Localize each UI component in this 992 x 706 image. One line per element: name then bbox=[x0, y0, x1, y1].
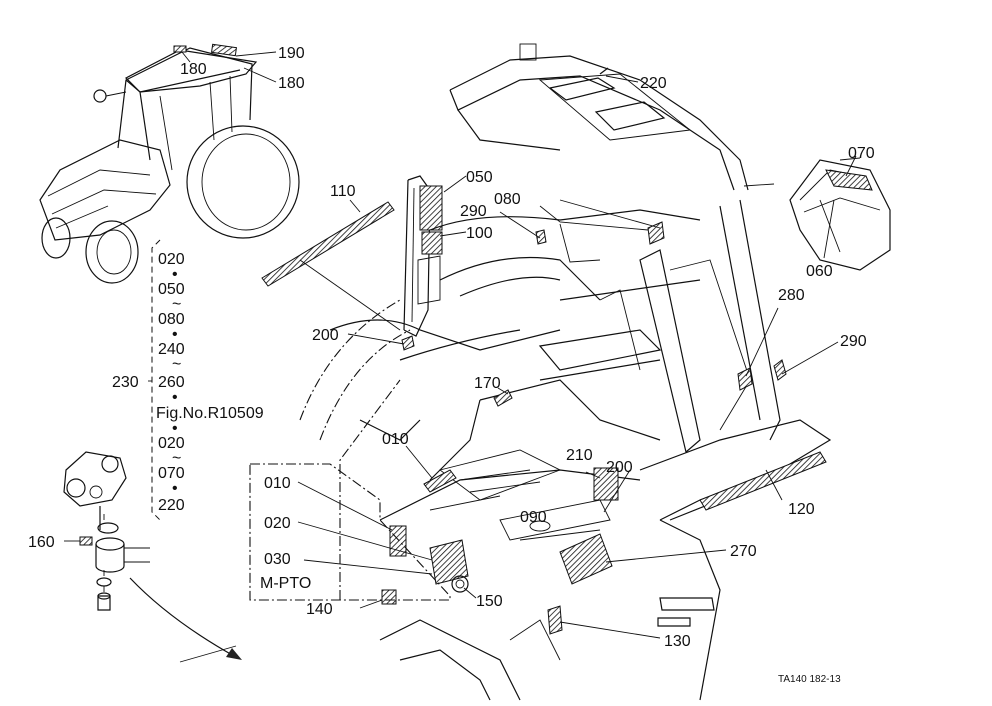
range-item: • bbox=[172, 420, 178, 437]
label-160: 160 bbox=[28, 534, 55, 551]
label-050: 050 bbox=[466, 169, 493, 186]
label-020: 020 bbox=[264, 515, 291, 532]
label-290: 290 bbox=[460, 203, 487, 220]
label-010: 010 bbox=[382, 431, 409, 448]
label-220: 220 bbox=[640, 75, 667, 92]
label-130: 130 bbox=[664, 633, 691, 650]
hydraulic-part-detail bbox=[63, 451, 242, 663]
label-100: 100 bbox=[466, 225, 493, 242]
range-item: 080 bbox=[158, 311, 185, 328]
range-item: ~ bbox=[172, 296, 181, 313]
range-item: 020 bbox=[158, 251, 185, 268]
label-010-box: 010 bbox=[264, 475, 291, 492]
label-290-right: 290 bbox=[840, 333, 867, 350]
label-m-pto: M-PTO bbox=[260, 575, 311, 592]
label-140: 140 bbox=[306, 601, 333, 618]
range-item: ~ bbox=[172, 450, 181, 467]
label-280: 280 bbox=[778, 287, 805, 304]
range-item: • bbox=[172, 480, 178, 497]
range-item: 050 bbox=[158, 281, 185, 298]
range-item: 070 bbox=[158, 465, 185, 482]
label-080: 080 bbox=[494, 191, 521, 208]
label-170: 170 bbox=[474, 375, 501, 392]
label-270: 270 bbox=[730, 543, 757, 560]
range-item: ~ bbox=[172, 356, 181, 373]
label-180-right: 180 bbox=[278, 75, 305, 92]
range-item: 260 bbox=[158, 374, 185, 391]
label-090: 090 bbox=[520, 509, 547, 526]
label-060: 060 bbox=[806, 263, 833, 280]
leader-lines bbox=[297, 75, 857, 639]
label-120: 120 bbox=[788, 501, 815, 518]
cabin-main-view bbox=[249, 43, 891, 701]
label-230: 230 bbox=[112, 374, 139, 391]
range-item-fig-no: Fig.No.R10509 bbox=[156, 405, 264, 422]
range-list-bracket bbox=[148, 239, 161, 521]
label-180: 180 bbox=[180, 61, 207, 78]
range-item: • bbox=[172, 326, 178, 343]
label-200-right: 200 bbox=[606, 459, 633, 476]
range-item: • bbox=[172, 389, 178, 406]
label-150: 150 bbox=[476, 593, 503, 610]
label-200: 200 bbox=[312, 327, 339, 344]
part-labels: 190 180 180 220 070 060 050 080 290 100 … bbox=[28, 45, 875, 685]
range-item: • bbox=[172, 266, 178, 283]
label-210: 210 bbox=[566, 447, 593, 464]
range-item: 240 bbox=[158, 341, 185, 358]
label-110: 110 bbox=[330, 183, 356, 200]
label-030: 030 bbox=[264, 551, 291, 568]
range-item: 220 bbox=[158, 497, 185, 514]
figure-code: TA140 182-13 bbox=[778, 674, 841, 685]
range-item: 020 bbox=[158, 435, 185, 452]
label-070: 070 bbox=[848, 145, 875, 162]
label-190: 190 bbox=[278, 45, 305, 62]
tractor-thumbnail bbox=[39, 43, 300, 284]
